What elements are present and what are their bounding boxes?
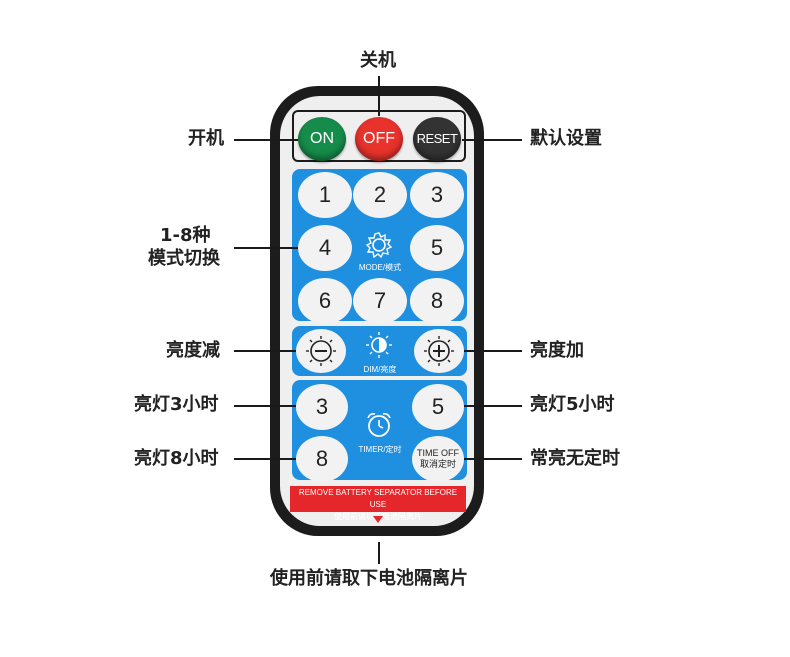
timer-5h-button[interactable]: 5 <box>412 384 464 430</box>
pull-arrow-icon <box>373 516 383 523</box>
mode-button-1[interactable]: 1 <box>298 172 352 218</box>
time-off-button[interactable]: TIME OFF 取消定时 <box>412 436 464 482</box>
callout-line-time-off <box>464 458 522 460</box>
callout-line-reset <box>462 139 522 141</box>
label-timer-3h: 亮灯3小时 <box>134 394 219 415</box>
mode-button-3[interactable]: 3 <box>410 172 464 218</box>
callout-line-timer-3 <box>234 405 296 407</box>
label-remove-separator: 使用前请取下电池隔离片 <box>270 568 468 589</box>
callout-line-on <box>234 139 298 141</box>
callout-line-dim-down <box>234 350 296 352</box>
callout-line-timer-8 <box>234 458 296 460</box>
reset-button[interactable]: RESET <box>413 117 461 161</box>
label-dim-down: 亮度减 <box>166 340 220 361</box>
brightness-icon <box>366 332 392 358</box>
gear-icon <box>365 232 393 259</box>
timer-8h-button[interactable]: 8 <box>296 436 348 482</box>
callout-line-mode <box>234 247 298 249</box>
dim-down-button[interactable] <box>296 329 346 373</box>
timer-3h-button[interactable]: 3 <box>296 384 348 430</box>
mode-caption: MODE/模式 <box>358 263 402 272</box>
label-timer-5h: 亮灯5小时 <box>530 394 615 415</box>
brightness-minus-icon <box>306 336 336 366</box>
mode-button-5[interactable]: 5 <box>410 225 464 271</box>
dim-caption: DIM/亮度 <box>363 365 397 374</box>
mode-button-7[interactable]: 7 <box>353 278 407 324</box>
warning-text-en: REMOVE BATTERY SEPARATOR BEFORE USE <box>298 488 458 509</box>
callout-line-dim-up <box>464 350 522 352</box>
brightness-plus-icon <box>424 336 454 366</box>
battery-warning-strip: REMOVE BATTERY SEPARATOR BEFORE USE 使用前请… <box>290 486 466 521</box>
time-off-label-en: TIME OFF <box>417 448 459 458</box>
on-button[interactable]: ON <box>298 117 346 161</box>
label-timer-cancel: 常亮无定时 <box>530 448 620 469</box>
callout-line-timer-5 <box>464 405 522 407</box>
label-mode-line1: 1-8种 <box>160 225 211 246</box>
label-reset-default: 默认设置 <box>530 128 602 149</box>
label-power-off: 关机 <box>360 50 396 71</box>
mode-button-2[interactable]: 2 <box>353 172 407 218</box>
time-off-label-zh: 取消定时 <box>419 459 456 469</box>
off-button[interactable]: OFF <box>355 117 403 161</box>
label-mode-line2: 模式切换 <box>148 248 220 269</box>
alarm-clock-icon <box>367 413 391 437</box>
mode-button-8[interactable]: 8 <box>410 278 464 324</box>
callout-line-off <box>378 76 380 116</box>
timer-caption: TIMER/定时 <box>358 445 402 454</box>
dim-up-button[interactable] <box>414 329 464 373</box>
label-dim-up: 亮度加 <box>530 340 584 361</box>
label-power-on: 开机 <box>188 128 224 149</box>
mode-button-6[interactable]: 6 <box>298 278 352 324</box>
callout-line-separator <box>378 542 380 564</box>
mode-button-4[interactable]: 4 <box>298 225 352 271</box>
label-timer-8h: 亮灯8小时 <box>134 448 219 469</box>
